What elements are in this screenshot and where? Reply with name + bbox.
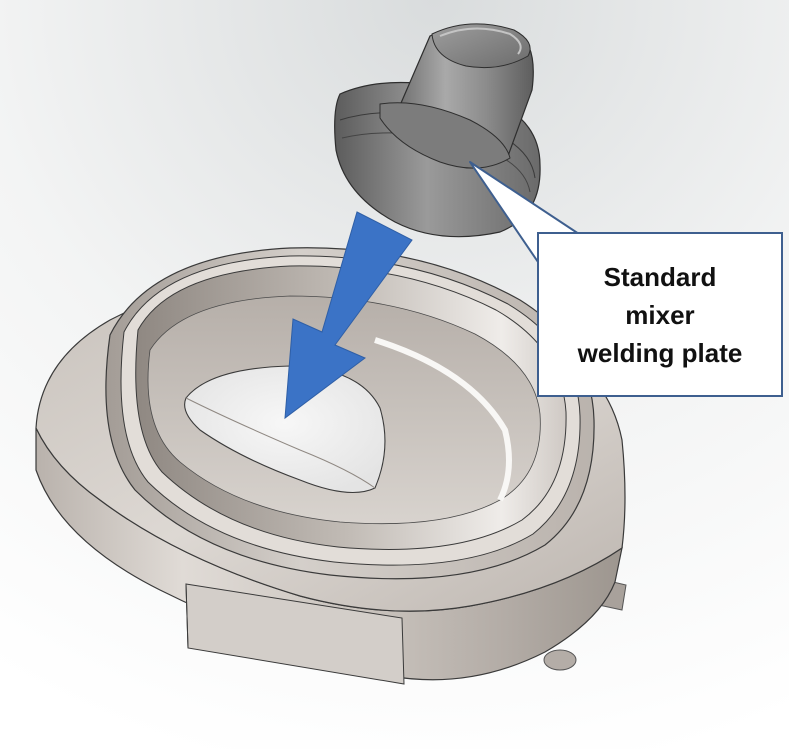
insertion-arrow	[284, 211, 413, 420]
welding-plate-fitting	[334, 23, 541, 238]
base-housing	[35, 247, 627, 685]
callout-line: mixer	[625, 299, 695, 330]
callout-line: Standard	[603, 261, 717, 292]
callout-box: Standard mixer welding plate	[537, 232, 783, 397]
callout-line: welding plate	[577, 337, 743, 368]
